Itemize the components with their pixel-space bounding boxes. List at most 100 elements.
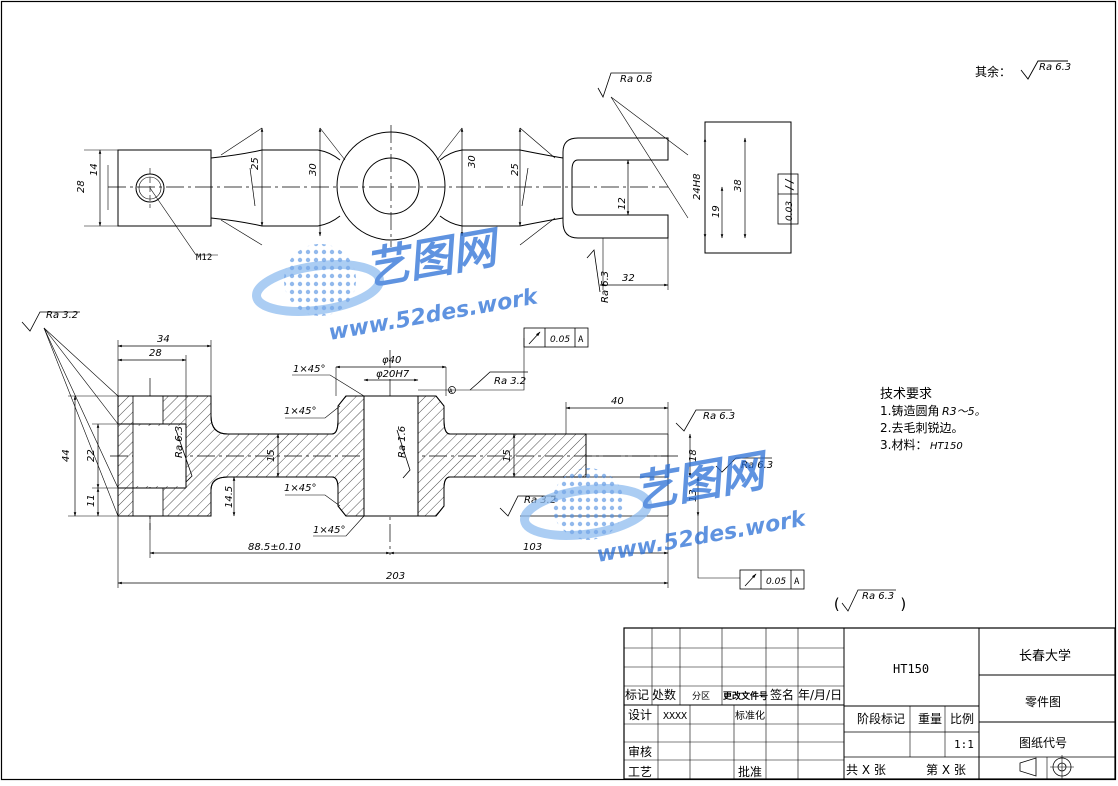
top-view <box>84 72 799 293</box>
front-tol-bottom-value: 0.05 <box>766 577 786 587</box>
front-tol-frame-bottom <box>739 569 805 590</box>
dim-front-88: 88.5±0.10 <box>248 542 301 553</box>
dim-front-phi20: φ20H7 <box>376 369 410 380</box>
tb-designer: XXXX <box>663 711 687 722</box>
tb-col-count: 处数 <box>652 687 676 702</box>
tb-review: 审核 <box>628 744 652 759</box>
top-tolerance-frame <box>777 173 799 225</box>
dim-front-44: 44 <box>61 449 72 462</box>
top-clevis <box>562 137 669 239</box>
tb-stage: 阶段标记 <box>857 711 905 726</box>
tech-line-1-prefix: 1.铸造圆角 <box>880 403 939 418</box>
tb-sheet: 第 X 张 <box>926 763 966 777</box>
top-arm-right-lower <box>439 215 564 227</box>
dim-top-inner19: 19 <box>711 205 722 218</box>
dim-top-arm-left: 25 <box>250 157 261 170</box>
thread-label: M12 <box>196 253 212 263</box>
roughness-symbol-icon <box>841 589 896 612</box>
tb-approve: 批准 <box>738 764 762 779</box>
watermark-url-1: www.52des.work <box>327 284 541 346</box>
dim-top-slot: 12 <box>617 197 628 210</box>
roughness-symbol-icon <box>715 457 772 473</box>
dim-top-hub-right: 30 <box>467 155 478 168</box>
watermark-cn-1: 艺图网 <box>361 222 506 296</box>
top-tolerance-symbol: // <box>783 178 796 191</box>
chamfer-label-1: 1×45° <box>293 364 325 375</box>
chamfer-label-3: 1×45° <box>284 483 316 494</box>
front-tol-top-value: 0.05 <box>550 335 570 345</box>
dim-front-103: 103 <box>523 542 542 553</box>
dim-front-34: 34 <box>157 334 170 345</box>
tech-line-1-value: R3～5。 <box>942 405 986 418</box>
roughness-left-faces: Ra 3.2 <box>46 310 78 321</box>
runout-arrow-icon <box>744 573 757 587</box>
tb-col-zone: 分区 <box>692 691 710 702</box>
roughness-symbol-icon <box>175 429 193 483</box>
roughness-top-clevis: Ra 0.8 <box>620 74 652 85</box>
tb-scale-value: 1:1 <box>954 738 974 751</box>
tb-school: 长春大学 <box>1019 648 1071 664</box>
roughness-bracket-value: Ra 6.3 <box>862 591 894 602</box>
roughness-symbol-icon <box>499 495 556 517</box>
other-roughness: 其余： Ra 6.3 <box>975 60 1071 80</box>
top-arm-left-lower <box>210 215 341 227</box>
dim-front-22: 22 <box>86 449 97 462</box>
chamfer-label-4: 1×45° <box>313 525 345 536</box>
dim-front-40: 40 <box>611 396 624 407</box>
tech-title: 技术要求 <box>880 387 932 402</box>
roughness-symbol-icon <box>597 72 652 98</box>
dim-top-hub-left: 30 <box>308 163 319 176</box>
top-left-block <box>117 149 212 227</box>
roughness-symbol-icon <box>1020 60 1068 80</box>
front-tol-top-datum: A <box>578 335 584 345</box>
watermark-1: 艺图网 www.52des.work <box>252 222 541 346</box>
chamfer-label-2: 1×45° <box>284 406 316 417</box>
roughness-symbol-icon <box>675 409 732 432</box>
other-roughness-label: 其余： <box>975 64 1011 79</box>
dim-front-28: 28 <box>149 348 162 359</box>
roughness-symbol-icon <box>469 371 528 391</box>
other-roughness-value: Ra 6.3 <box>1039 62 1071 73</box>
dim-front-18: 18 <box>688 449 699 462</box>
dim-front-203: 203 <box>386 571 405 582</box>
tb-standard: 标准化 <box>735 709 765 722</box>
tech-requirements: 技术要求 1.铸造圆角 R3～5。 2.去毛刺锐边。 3.材料： HT150 <box>880 387 986 452</box>
tb-design: 设计 <box>628 708 652 722</box>
dim-top-width-h8: 24H8 <box>692 173 703 200</box>
top-view-labels: 28 14 25 30 30 25 12 24H8 19 38 32 M12 R… <box>76 74 796 303</box>
tb-col-sign: 签名 <box>770 687 794 702</box>
dim-top-outer38: 38 <box>733 179 744 192</box>
tb-col-doc: 更改文件号 <box>723 690 768 702</box>
tb-scale-label: 比例 <box>950 712 974 726</box>
tb-col-date: 年/月/日 <box>798 688 842 702</box>
tb-material: HT150 <box>893 662 929 676</box>
dim-top-arm-right: 25 <box>510 163 521 176</box>
roughness-center-bore: Ra 1.6 <box>397 426 408 458</box>
tech-line-3-prefix: 3.材料： <box>880 438 927 452</box>
roughness-symbol-icon <box>396 429 411 479</box>
title-block <box>623 627 1116 780</box>
dim-front-15b: 15 <box>502 449 513 462</box>
roughness-symbol-icon <box>586 249 601 293</box>
tech-line-3-value: HT150 <box>930 441 963 452</box>
tb-process: 工艺 <box>628 765 652 779</box>
dim-front-13: 13 <box>688 489 699 502</box>
tb-drawing-name: 零件图 <box>1025 695 1061 709</box>
dim-front-11: 11 <box>86 494 97 507</box>
roughness-hub-face: Ra 3.2 <box>494 376 526 387</box>
dim-top-left-inner: 14 <box>89 163 100 176</box>
top-arm-left-upper <box>210 149 341 161</box>
tech-line-2: 2.去毛刺锐边。 <box>880 421 963 435</box>
bracket-close: ) <box>899 595 908 613</box>
title-block-text: HT150 长春大学 零件图 图纸代号 标记 处数 分区 更改文件号 签名 年/… <box>625 648 1071 779</box>
dim-top-len32: 32 <box>622 273 635 284</box>
top-arm-right-upper <box>439 149 564 161</box>
dim-front-14-5: 14.5 <box>224 486 235 508</box>
dim-front-phi40: φ40 <box>382 355 401 366</box>
runout-arrow-icon <box>528 331 541 345</box>
roughness-symbol-icon <box>21 311 80 332</box>
front-circle-datum: A <box>449 388 453 395</box>
